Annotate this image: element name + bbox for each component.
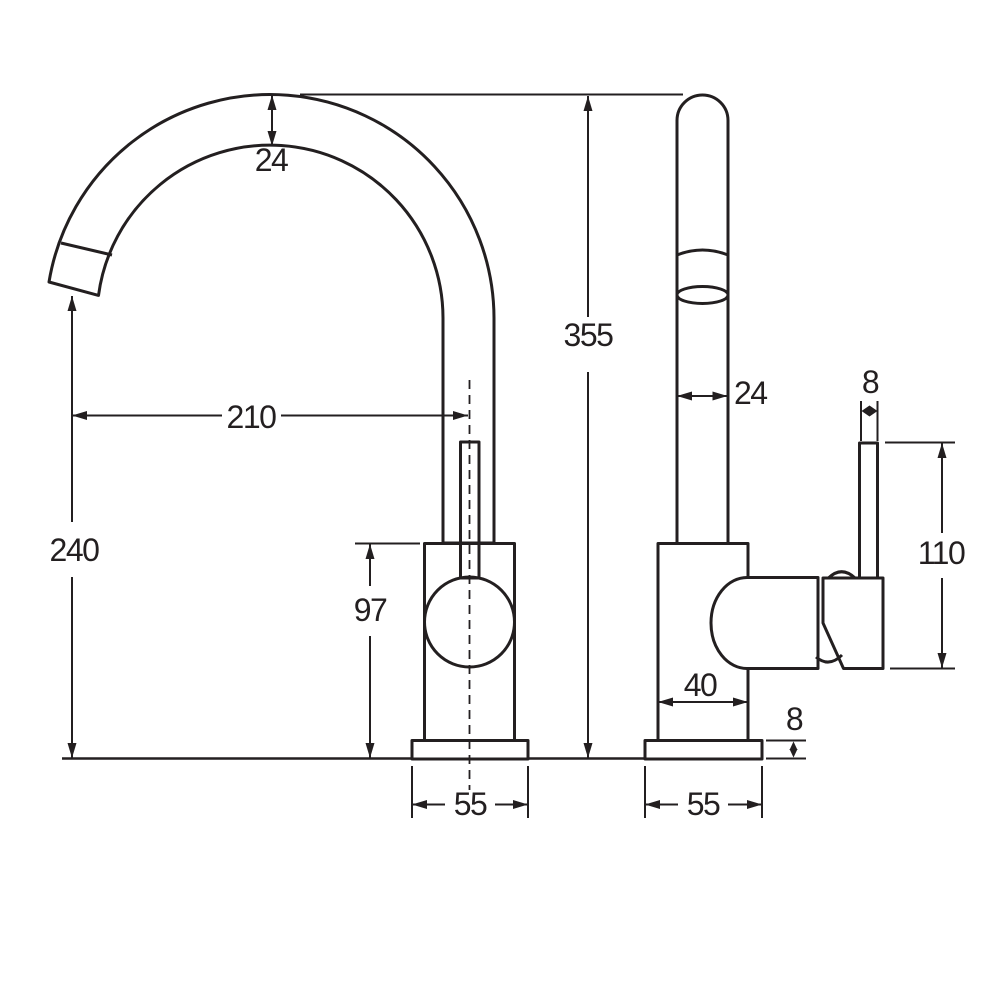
front-aerator-joint-line	[60, 241, 113, 257]
dim-label: 110	[918, 535, 965, 571]
arrowhead-up	[937, 443, 947, 458]
arrowhead-right	[712, 391, 728, 401]
dim-overall-height: 355	[564, 96, 615, 758]
dim-handle-height: 110	[885, 441, 966, 670]
dim-label: 8	[862, 364, 879, 400]
side-spout-tube	[675, 93, 730, 543]
side-spout-outlet-arc	[676, 248, 729, 257]
dim-label: 55	[454, 786, 487, 822]
arrowhead-up	[583, 96, 593, 111]
dim-base-width-front: 55	[411, 766, 529, 822]
arrowhead-left	[412, 800, 427, 809]
side-view	[643, 93, 885, 761]
side-lever	[858, 441, 879, 580]
arrowhead-right	[453, 411, 468, 420]
side-handle-base	[821, 576, 885, 670]
dim-label: 210	[227, 399, 277, 435]
arrowhead-left	[677, 391, 692, 401]
arrowhead-diamond	[861, 405, 878, 417]
arrowhead-right	[747, 800, 762, 809]
side-spout-outlet-ellipse	[675, 285, 730, 305]
dim-label: 355	[564, 317, 614, 353]
side-base-plate	[643, 739, 764, 761]
front-spout-outline	[47, 93, 496, 545]
arrowhead-up	[267, 95, 277, 110]
dim-tube-width-side: 24	[677, 375, 769, 411]
arrowhead-right	[513, 800, 528, 809]
dim-label: 97	[354, 592, 387, 628]
dim-body-height: 97	[354, 542, 420, 758]
dim-spout-tube-width-front: 24	[255, 95, 290, 178]
front-view	[47, 93, 530, 790]
side-cartridge-housing	[709, 576, 820, 670]
dim-label: 24	[734, 375, 767, 411]
arrowhead-left	[645, 800, 660, 809]
arrowhead-up	[67, 296, 77, 311]
dim-body-depth: 40	[658, 667, 748, 707]
arrowhead-down	[937, 653, 947, 668]
dim-label: 55	[687, 786, 720, 822]
dim-label: 240	[50, 532, 100, 568]
arrowhead-down	[365, 743, 375, 758]
dim-lever-thickness: 8	[860, 364, 880, 441]
dim-spout-reach: 210	[72, 399, 468, 435]
dim-base-width-side: 55	[644, 766, 763, 822]
arrowhead-down	[583, 743, 593, 758]
arrowhead-left	[72, 411, 87, 420]
side-handle-pivot-dome	[827, 570, 857, 580]
dim-label: 40	[684, 667, 717, 703]
dim-label: 8	[786, 701, 803, 737]
arrowhead-up	[789, 741, 798, 750]
arrowhead-down	[789, 749, 798, 758]
dim-base-plate-thickness: 8	[766, 701, 806, 760]
dim-label: 24	[255, 142, 288, 178]
arrowhead-left	[658, 697, 673, 707]
reference-lines	[62, 93, 683, 760]
arrowhead-down	[267, 131, 277, 146]
side-handle-pivot-arc	[815, 653, 844, 664]
dim-spout-outlet-height: 240	[50, 296, 101, 758]
arrowhead-right	[733, 697, 748, 707]
arrowhead-down	[67, 743, 77, 758]
arrowhead-up	[365, 544, 375, 559]
